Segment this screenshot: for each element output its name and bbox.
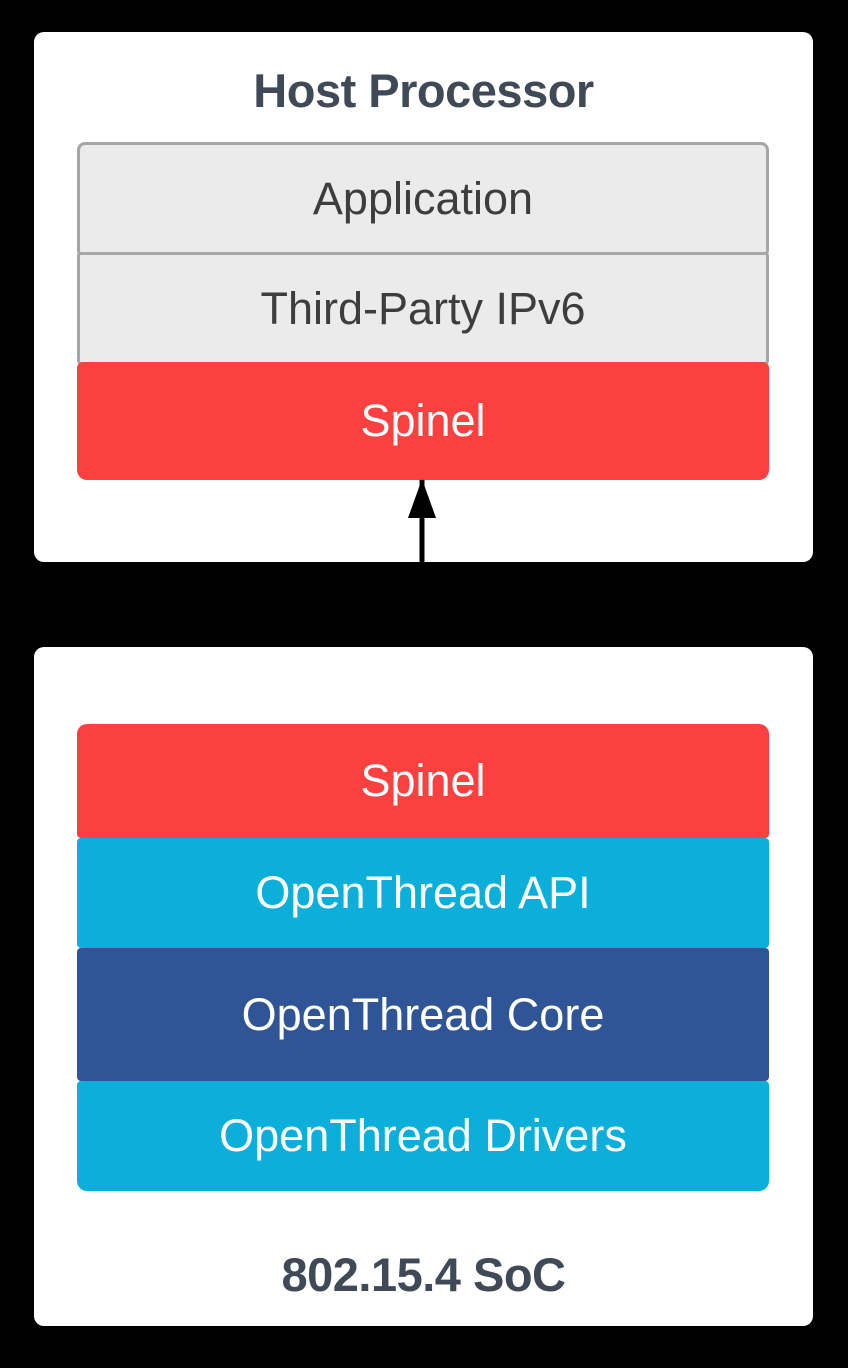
layer-host-spinel-label: Spinel	[360, 395, 486, 447]
soc-layer-stack: Spinel OpenThread API OpenThread Core Op…	[77, 724, 769, 1191]
layer-openthread-drivers[interactable]: OpenThread Drivers	[77, 1081, 769, 1191]
layer-application-label: Application	[312, 172, 534, 224]
layer-third-party-ipv6[interactable]: Third-Party IPv6	[77, 252, 769, 365]
layer-application[interactable]: Application	[77, 142, 769, 255]
host-layer-stack: Application Third-Party IPv6 Spinel	[77, 142, 769, 480]
layer-soc-spinel-label: Spinel	[360, 755, 486, 807]
panel-host-processor: Host Processor Application Third-Party I…	[34, 32, 813, 562]
layer-openthread-core-label: OpenThread Core	[241, 988, 605, 1040]
layer-openthread-core[interactable]: OpenThread Core	[77, 948, 769, 1081]
panel-soc-title: 802.15.4 SoC	[281, 1248, 566, 1301]
layer-soc-spinel[interactable]: Spinel	[77, 724, 769, 838]
panel-host-processor-title: Host Processor	[253, 64, 594, 117]
layer-openthread-api[interactable]: OpenThread API	[77, 838, 769, 948]
layer-openthread-api-label: OpenThread API	[255, 867, 591, 919]
layer-openthread-drivers-label: OpenThread Drivers	[219, 1110, 627, 1162]
layer-host-spinel[interactable]: Spinel	[77, 362, 769, 480]
panel-soc: Spinel OpenThread API OpenThread Core Op…	[34, 647, 813, 1326]
layer-third-party-ipv6-label: Third-Party IPv6	[260, 282, 586, 334]
